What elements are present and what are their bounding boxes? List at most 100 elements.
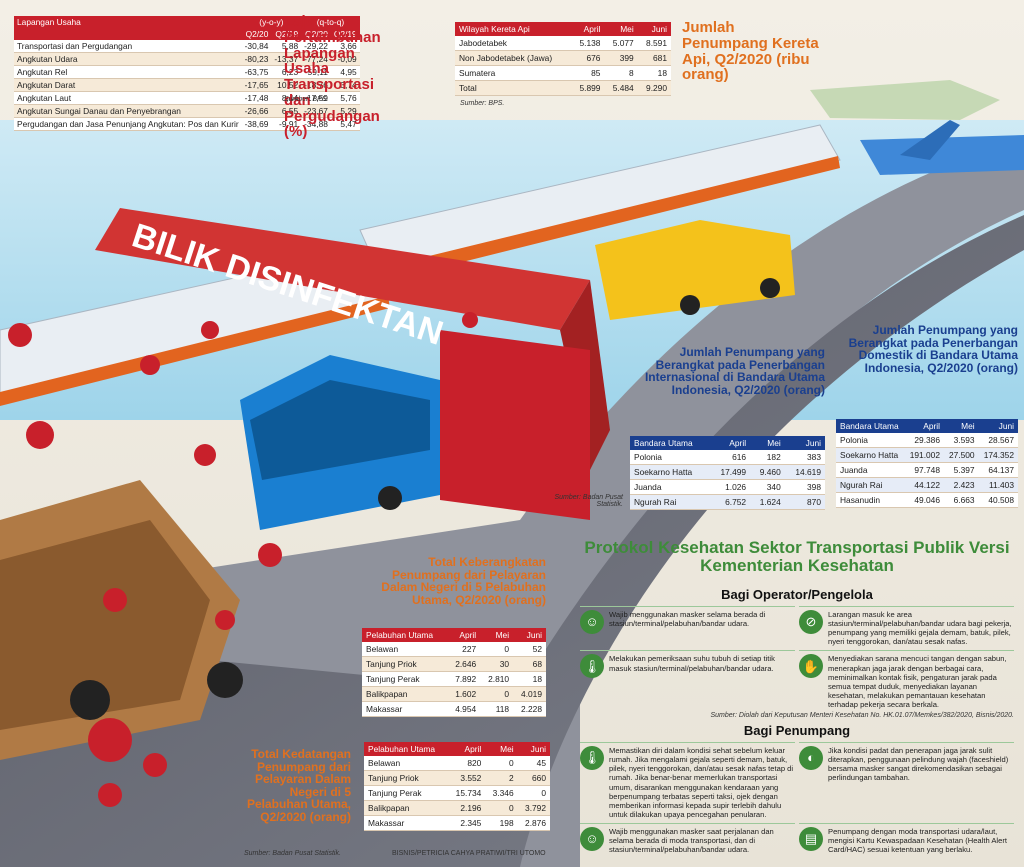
mask-icon: ☺	[580, 610, 604, 634]
cell-value: 5,88	[271, 40, 302, 53]
cell-value: 85	[571, 65, 605, 81]
mask-icon: ☺	[580, 826, 604, 851]
operator-item: ⊘Larangan masuk ke area stasiun/terminal…	[799, 606, 1014, 646]
row-label: Juanda	[836, 462, 905, 478]
cell-value: 6.663	[944, 492, 979, 508]
airplane-illustration	[860, 120, 1024, 175]
cell-value: -80,23	[241, 52, 272, 66]
cell-value: 3,66	[330, 40, 360, 53]
cell-value: 6,55	[271, 104, 302, 118]
operator-title: Bagi Operator/Pengelola	[721, 587, 873, 602]
cell-value: 7.892	[447, 671, 481, 687]
cell-value: 681	[637, 50, 671, 66]
operator-source: Sumber: Diolah dari Keputusan Menteri Ke…	[710, 712, 1014, 720]
cell-value: 398	[784, 479, 825, 495]
cell-value: -63,75	[241, 65, 272, 79]
cell-value: 2.876	[517, 815, 550, 831]
passenger-item: ☺Wajib menggunakan masker saat perjalana…	[580, 822, 795, 854]
train-illustration	[0, 124, 841, 406]
cell-value: 5,47	[330, 117, 360, 131]
row-label: Tanjung Priok	[364, 770, 448, 786]
train-title: Jumlah Penumpang Kereta Api, Q2/2020 (ri…	[682, 19, 819, 84]
cell-value: 198	[485, 815, 518, 831]
operator-grid: ☺Wajib menggunakan masker selama berada …	[580, 606, 1014, 709]
trailer-wheels	[70, 662, 243, 720]
train-table: Wilayah Kereta Api April Mei Juni Jabode…	[455, 22, 671, 96]
cell-value: 1.602	[447, 686, 481, 702]
credit: BISNIS/PETRICIA CAHYA PRATIWI/TRI UTOMO	[392, 850, 546, 857]
cell-value: -77,24	[301, 52, 331, 66]
cell-value: 174.352	[978, 447, 1018, 463]
cell-value: 2.228	[513, 701, 546, 717]
passenger-title: Bagi Penumpang	[743, 723, 851, 739]
cell-value: -13,37	[271, 52, 302, 66]
row-label: Belawan	[364, 756, 448, 771]
row-label: Pergudangan dan Jasa Penunjang Angkutan:…	[14, 117, 242, 131]
cell-value: 64.137	[978, 462, 1018, 478]
cell-value: 4.019	[513, 686, 546, 702]
cell-value: -59,11	[301, 65, 331, 79]
row-label: Non Jabodetabek (Jawa)	[455, 50, 572, 66]
cell-value: 40.508	[978, 492, 1018, 508]
intl-title: Jumlah Penumpang yang Berangkat pada Pen…	[644, 345, 825, 397]
cell-value: 15.734	[447, 785, 486, 801]
row-label: Jabodetabek	[455, 36, 572, 51]
cell-value: 9.290	[637, 80, 671, 96]
cell-value: 5.899	[571, 80, 605, 96]
cell-value: -34,88	[301, 117, 331, 131]
cell-value: -17,48	[241, 91, 272, 105]
thermometer-icon: 🌡	[580, 746, 604, 771]
cell-value: 2.810	[480, 671, 514, 687]
domestic-title: Jumlah Penumpang yang Berangkat pada Pen…	[848, 323, 1018, 375]
row-label: Soekarno Hatta	[630, 464, 710, 480]
faceshield-icon: ◐	[799, 746, 823, 771]
cell-value: 18	[637, 65, 671, 81]
cell-value: 97.748	[904, 462, 944, 478]
cell-value: 44.122	[904, 477, 944, 493]
cell-value: 45	[517, 756, 550, 771]
cell-value: 3.593	[944, 433, 979, 448]
cell-value: 68	[513, 656, 546, 672]
row-label: Tanjung Perak	[362, 671, 448, 687]
cell-value: -29,22	[301, 40, 331, 53]
row-label: Angkutan Udara	[14, 52, 242, 66]
ship-illustration	[810, 80, 1000, 120]
cell-value: 191.002	[904, 447, 944, 463]
row-label: Ngurah Rai	[836, 477, 905, 493]
cell-value: 5,29	[330, 104, 360, 118]
cell-value: 2.345	[447, 815, 486, 831]
row-label: Polonia	[630, 450, 710, 465]
cell-value: 820	[447, 756, 486, 771]
handwash-icon: ✋	[799, 654, 823, 679]
cell-value: 0	[480, 642, 514, 657]
cell-value: -23,67	[301, 104, 331, 118]
thermometer-icon: 🌡	[580, 654, 604, 679]
passenger-grid: 🌡Memastikan diri dalam kondisi sehat seb…	[580, 742, 1014, 854]
growth-table: Lapangan Usaha (y-o-y) (q-to-q) Q2/20 Q2…	[14, 16, 360, 131]
cell-value: 30	[480, 656, 514, 672]
cell-value: 3.552	[447, 770, 486, 786]
cell-value: -30,84	[241, 40, 272, 53]
cell-value: -0,09	[330, 52, 360, 66]
table-row: Angkutan Sungai Danau dan Penyebrangan-2…	[14, 104, 360, 118]
row-label: Angkutan Laut	[14, 91, 242, 105]
